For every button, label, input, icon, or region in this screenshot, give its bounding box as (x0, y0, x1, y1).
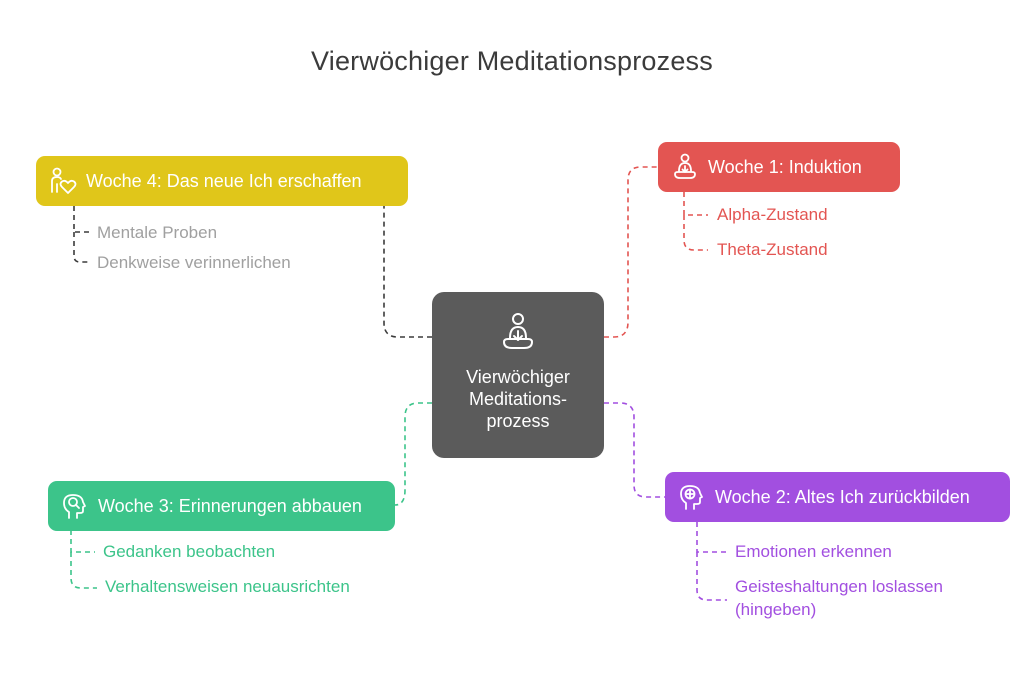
center-node: Vierwöchiger Meditations- prozess (432, 292, 604, 458)
week2-item-emotions: Emotionen erkennen (735, 542, 892, 561)
connector-center-week4 (383, 205, 432, 338)
node-week3: Woche 3: Erinnerungen abbauen (48, 481, 395, 531)
meditation-person-icon (670, 152, 700, 182)
connector-center-week3 (394, 402, 432, 506)
node-week3-label: Woche 3: Erinnerungen abbauen (98, 495, 362, 516)
connector-week2-item1 (696, 522, 727, 553)
week4-item-internalize: Denkweise verinnerlichen (97, 253, 291, 272)
node-week2-label: Woche 2: Altes Ich zurückbilden (715, 486, 970, 507)
connector-week1-item2 (683, 215, 708, 251)
center-label-line2: Meditations- (468, 389, 568, 409)
week2-item-let-go-2: (hingeben) (735, 600, 817, 619)
week3-item-thoughts: Gedanken beobachten (103, 542, 276, 561)
connector-week3-item2 (70, 552, 97, 589)
center-label-line1: Vierwöchiger (466, 367, 570, 387)
node-week4-label: Woche 4: Das neue Ich erschaffen (86, 170, 362, 191)
week2-item-let-go: Geisteshaltungen loslassen (735, 577, 943, 596)
node-week4: Woche 4: Das neue Ich erschaffen (36, 156, 408, 206)
node-week1: Woche 1: Induktion (658, 142, 900, 192)
person-heart-icon (48, 166, 78, 196)
node-week1-label: Woche 1: Induktion (708, 156, 862, 177)
node-week2: Woche 2: Altes Ich zurückbilden (665, 472, 1010, 522)
head-search-icon (60, 491, 90, 521)
week4-item-mental-rehearsal: Mentale Proben (97, 223, 218, 242)
connector-week2-item2 (696, 552, 727, 601)
head-brain-icon (677, 482, 707, 512)
center-label-line3: prozess (486, 411, 550, 431)
connector-center-week1 (604, 166, 658, 338)
connector-week3-item1 (70, 530, 95, 553)
week1-item-alpha: Alpha-Zustand (717, 205, 828, 224)
meditation-person-icon (498, 312, 538, 354)
diagram-title: Vierwöchiger Meditationsprozess (311, 46, 713, 76)
connector-center-week2 (604, 402, 665, 498)
connector-week4-item2 (73, 232, 89, 263)
week3-item-behaviors: Verhaltensweisen neuausrichten (105, 577, 350, 596)
connector-week4-item1 (73, 206, 89, 233)
week1-item-theta: Theta-Zustand (717, 240, 828, 259)
connector-week1-item1 (683, 192, 708, 216)
